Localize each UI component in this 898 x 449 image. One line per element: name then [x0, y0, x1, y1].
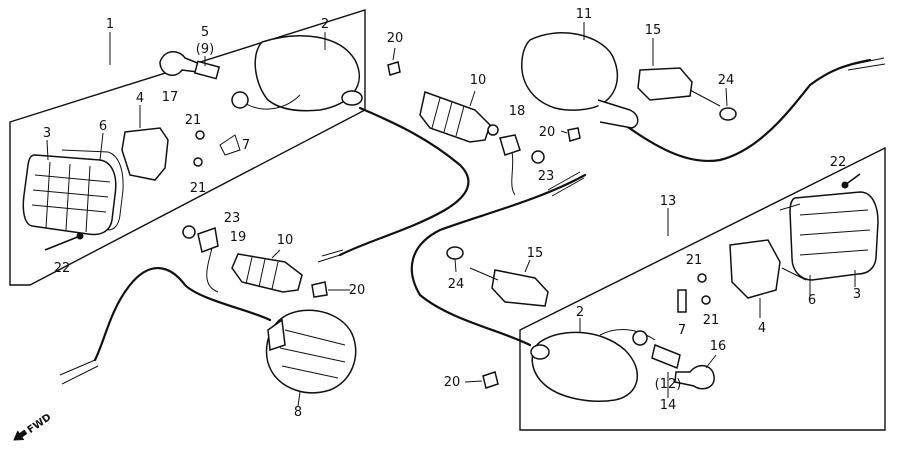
- cap-24-lower: [446, 246, 464, 260]
- label-21-right-a: 21: [686, 253, 703, 268]
- label-21-right-b: 21: [703, 313, 720, 328]
- label-11: 11: [576, 7, 593, 22]
- stem-10-lower: [231, 253, 303, 293]
- label-13: 13: [660, 194, 677, 209]
- bolt-20-c: [311, 281, 328, 298]
- lens-3-right: [789, 191, 879, 281]
- label-22-left: 22: [54, 261, 71, 276]
- label-15-upper: 15: [645, 23, 662, 38]
- label-14: 14: [660, 398, 677, 413]
- label-21-left-b: 21: [190, 181, 207, 196]
- label-7-right: 7: [678, 323, 686, 338]
- label-12: (12): [655, 377, 682, 392]
- label-24-upper: 24: [718, 73, 735, 88]
- label-22-right: 22: [830, 155, 847, 170]
- bolt-20-a: [387, 61, 401, 76]
- label-9: (9): [196, 42, 214, 57]
- lens-3-left-pattern: [31, 161, 111, 233]
- nut-23-lower: [182, 225, 196, 239]
- label-1: 1: [106, 17, 114, 32]
- screw-22-left: [44, 235, 81, 251]
- label-2-upper: 2: [321, 17, 329, 32]
- bracket-7-left: [219, 134, 241, 156]
- gasket-4-right: [729, 239, 781, 299]
- label-6-left: 6: [99, 119, 107, 134]
- turn-signal-housing-11: [521, 32, 619, 111]
- leader-lines: [46, 22, 856, 407]
- bulb-16: [674, 364, 715, 390]
- stem-15-lower: [491, 269, 549, 307]
- cap-24-upper: [719, 107, 737, 121]
- turn-signal-housing-lower: [531, 331, 639, 402]
- socket-5: [193, 60, 221, 80]
- bolt-20-d: [482, 371, 499, 389]
- turn-signal-housing-upper: [254, 35, 360, 112]
- label-7-left: 7: [242, 138, 250, 153]
- bolt-20-b: [567, 127, 581, 142]
- label-20-mid: 20: [539, 125, 556, 140]
- nut-23-upper: [531, 150, 545, 164]
- label-18: 18: [509, 104, 526, 119]
- bulb-17: [159, 51, 201, 77]
- fwd-indicator: FWD: [13, 412, 54, 441]
- label-8: 8: [294, 405, 302, 420]
- stem-15-upper: [637, 67, 693, 101]
- lens-3-right-pattern: [799, 209, 871, 256]
- label-23-lower: 23: [224, 211, 241, 226]
- label-21-left-a: 21: [185, 113, 202, 128]
- wiring: [59, 57, 886, 385]
- label-24-lower: 24: [448, 277, 465, 292]
- bracket-19: [197, 226, 219, 254]
- label-2-lower: 2: [576, 305, 584, 320]
- stem-10-upper: [419, 91, 491, 143]
- label-20-lower-left: 20: [349, 283, 366, 298]
- label-10-upper: 10: [470, 73, 487, 88]
- bracket-7-right: [677, 289, 687, 313]
- assembly-box-1: [9, 9, 366, 286]
- label-23-upper: 23: [538, 169, 555, 184]
- label-10-lower: 10: [277, 233, 294, 248]
- label-15-lower: 15: [527, 246, 544, 261]
- gasket-4-left: [121, 127, 169, 181]
- label-17: 17: [162, 90, 179, 105]
- label-19: 19: [230, 230, 247, 245]
- label-20-lower-mid: 20: [444, 375, 461, 390]
- label-5: 5: [201, 25, 209, 40]
- fwd-arrow-icon: [13, 429, 28, 441]
- label-4-left: 4: [136, 91, 144, 106]
- assembly-box-13: [519, 146, 886, 431]
- label-4-right: 4: [758, 321, 766, 336]
- label-16: 16: [710, 339, 727, 354]
- label-20-top: 20: [387, 31, 404, 46]
- label-3-left: 3: [43, 126, 51, 141]
- fwd-label: FWD: [26, 412, 54, 436]
- bracket-18: [499, 134, 521, 156]
- label-3-right: 3: [853, 287, 861, 302]
- label-6-right: 6: [808, 293, 816, 308]
- socket-wiring-upper: [231, 91, 301, 110]
- lens-8-pattern: [279, 329, 346, 379]
